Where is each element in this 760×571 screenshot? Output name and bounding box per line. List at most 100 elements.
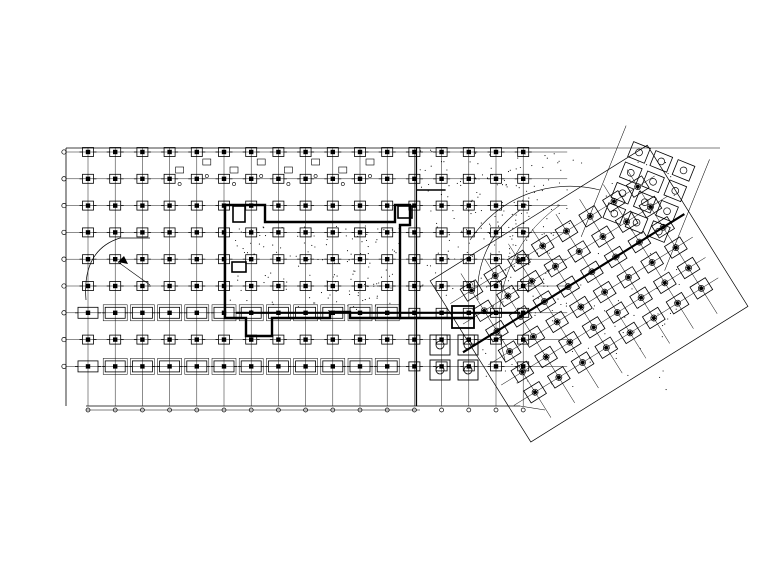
wing-pile-cap [567, 240, 592, 263]
column [521, 149, 526, 155]
column [303, 337, 308, 342]
hatch-dot [448, 239, 450, 241]
hatch-dot [336, 301, 338, 303]
wing-grid-line [501, 257, 706, 386]
wing-pile-cap [497, 340, 522, 363]
hatch-dot [434, 287, 436, 289]
hatch-dot [347, 305, 349, 307]
column [493, 230, 499, 235]
hatch-dot [314, 302, 316, 304]
hatch-dot [515, 185, 517, 187]
hatch-dot [376, 297, 378, 299]
column [412, 230, 417, 235]
hatch-dot [512, 288, 514, 290]
hatch-dot [526, 190, 528, 192]
column [140, 310, 145, 315]
pile-cap [320, 358, 346, 375]
hatch-dot [646, 164, 648, 166]
hatch-dot [593, 308, 595, 310]
wing-pile [563, 227, 570, 235]
hatch-dot [566, 230, 568, 232]
wing-pile [552, 262, 559, 270]
hatch-dot [285, 288, 287, 290]
column [330, 364, 335, 369]
axis-bubble [85, 407, 91, 413]
hatch-dot [667, 318, 669, 320]
hatch-dot [494, 215, 496, 218]
hatch-dot [309, 274, 311, 276]
column [276, 149, 281, 155]
hatch-dot [662, 370, 664, 372]
hatch-dot [364, 283, 366, 285]
hatch-dot [465, 262, 467, 264]
hatch-dot [333, 286, 335, 288]
column [140, 337, 145, 342]
pile-cap [266, 358, 291, 375]
hatch-dot [637, 161, 639, 163]
hatch-dot [503, 210, 505, 212]
pile-group [429, 359, 451, 381]
column [113, 283, 118, 289]
column [167, 230, 172, 235]
column [85, 230, 91, 235]
hatch-dot [508, 226, 510, 228]
core-room [231, 261, 247, 273]
axis-bubble [221, 407, 227, 413]
hatch-dot [526, 239, 528, 241]
hatch-dot [560, 169, 562, 171]
axis-bubble [248, 407, 254, 413]
hatch-dot [512, 244, 514, 246]
detail-box [256, 158, 266, 166]
hatch-dot [604, 310, 606, 312]
wing-column [554, 319, 560, 325]
wing-pile-cap [605, 301, 630, 324]
pile-cap [374, 358, 400, 375]
hatch-dot [557, 162, 559, 164]
wing-arc [469, 185, 601, 241]
hatch-dot [317, 258, 319, 261]
hatch-dot [588, 252, 590, 254]
hatch-dot [624, 316, 626, 318]
tie-beams [236, 148, 520, 406]
detail-circle [286, 182, 291, 186]
column [439, 257, 444, 262]
hatch-dot [565, 305, 567, 307]
hatch-dot [448, 185, 450, 187]
hatch-dot [548, 252, 550, 254]
hatch-dot [515, 223, 517, 225]
hatch-dot [430, 149, 432, 151]
hatch-dot [426, 264, 428, 266]
hatch-dot [390, 287, 392, 289]
hatch-dot [551, 309, 553, 312]
hatch-dot [593, 305, 595, 307]
hatch-dot [446, 169, 448, 171]
axis-bubble [167, 407, 172, 413]
pile-group [429, 334, 451, 356]
hatch-dot [491, 278, 493, 280]
column [357, 310, 363, 315]
hatch-dot [447, 196, 449, 198]
wing-pile-cap [545, 310, 570, 334]
hatch-dot [504, 291, 506, 293]
axis-bubble [412, 407, 417, 413]
ramp-arc [85, 237, 150, 301]
hatch-dot [310, 258, 312, 260]
wing-column [651, 315, 657, 321]
hatch-dot [489, 154, 491, 156]
column [357, 203, 363, 208]
wing-column [552, 263, 558, 269]
hatch-dot [358, 311, 360, 313]
hatch-dot [542, 166, 544, 168]
column [167, 310, 172, 315]
hatch-dot [498, 251, 500, 253]
column [412, 203, 417, 208]
column [140, 203, 145, 208]
hatch-dot [524, 153, 526, 155]
axis-bubble [276, 407, 281, 413]
column [330, 257, 335, 262]
hatch-dot [489, 261, 492, 263]
hatch-dot [295, 255, 297, 257]
hatch-speckle [229, 149, 680, 391]
hatch-dot [305, 263, 307, 265]
hatch-dot [486, 177, 489, 179]
